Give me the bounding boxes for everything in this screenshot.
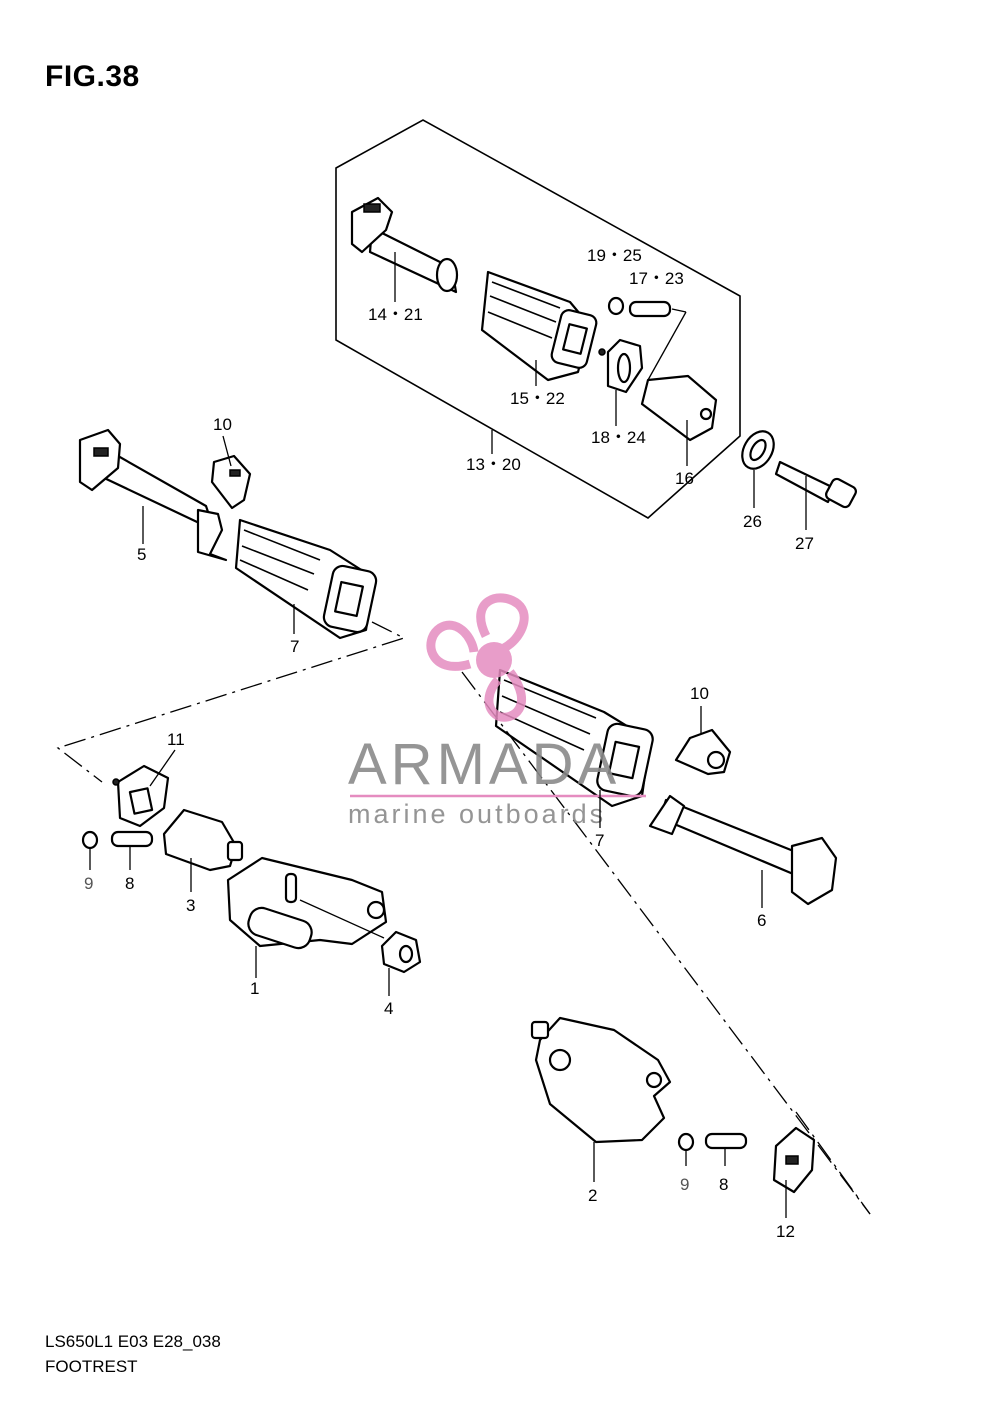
callout-4: 4	[384, 999, 393, 1018]
callout-5: 5	[137, 545, 146, 564]
part-26-washer	[741, 430, 775, 470]
part-7-footrest-rubber-left	[234, 518, 378, 640]
watermark-tagline: marine outboards	[348, 799, 606, 829]
part-16-clevis	[640, 311, 718, 442]
part-11-plate	[112, 764, 170, 828]
part-1-bracket	[226, 856, 388, 950]
callout-9-left: 9	[84, 874, 93, 893]
part-19-25-nut	[607, 296, 625, 316]
callout-26: 26	[743, 512, 762, 531]
page-title: FIG.38	[45, 60, 140, 93]
part-8-bolt-left	[110, 830, 154, 848]
armada-logo-icon	[426, 593, 529, 722]
callout-19-25: 19・25	[587, 246, 642, 265]
callout-10-right: 10	[690, 684, 709, 703]
callout-8-right: 8	[719, 1175, 728, 1194]
part-27-bolt	[774, 460, 857, 509]
callout-27: 27	[795, 534, 814, 553]
callout-15-22: 15・22	[510, 389, 565, 408]
callout-17-23: 17・23	[629, 269, 684, 288]
part-15-22-footrest-rubber	[480, 270, 598, 382]
callout-14-21: 14・21	[368, 305, 423, 324]
part-7-footrest-rubber-right	[494, 668, 654, 808]
part-18-24-plate	[598, 338, 644, 394]
part-10-clip-left	[210, 454, 252, 510]
part-12-plate	[772, 1126, 816, 1194]
part-9-nut-right	[677, 1132, 695, 1152]
part-2-bracket	[530, 1016, 672, 1144]
watermark-brand: ARMADA	[348, 732, 620, 797]
callout-6: 6	[757, 911, 766, 930]
callout-11: 11	[167, 730, 185, 749]
part-4-nut	[380, 930, 422, 974]
callout-10-left: 10	[213, 415, 232, 434]
part-6-footrest-peg	[648, 794, 838, 906]
callout-8-left: 8	[125, 874, 134, 893]
callout-7-left: 7	[290, 637, 299, 656]
callout-2: 2	[588, 1186, 597, 1205]
part-8-bolt-right	[704, 1132, 748, 1150]
part-17-23-bolt	[628, 300, 687, 318]
footer-model-code: LS650L1 E03 E28_038	[45, 1332, 221, 1351]
part-5-footrest-peg	[78, 428, 228, 562]
callout-18-24: 18・24	[591, 428, 646, 447]
callout-1: 1	[250, 979, 259, 998]
callout-3: 3	[186, 896, 195, 915]
kit-outline	[335, 119, 741, 519]
callout-12: 12	[776, 1222, 795, 1241]
part-3-clevis	[162, 808, 244, 872]
part-14-21-footrest-peg	[350, 196, 459, 294]
part-9-nut-left	[81, 830, 99, 850]
callout-7-right: 7	[595, 831, 604, 850]
footer-section-name: FOOTREST	[45, 1357, 138, 1376]
part-10-clip-right	[674, 728, 732, 776]
callout-16: 16	[675, 469, 694, 488]
callout-9-right: 9	[680, 1175, 689, 1194]
callout-13-20: 13・20	[466, 455, 521, 474]
